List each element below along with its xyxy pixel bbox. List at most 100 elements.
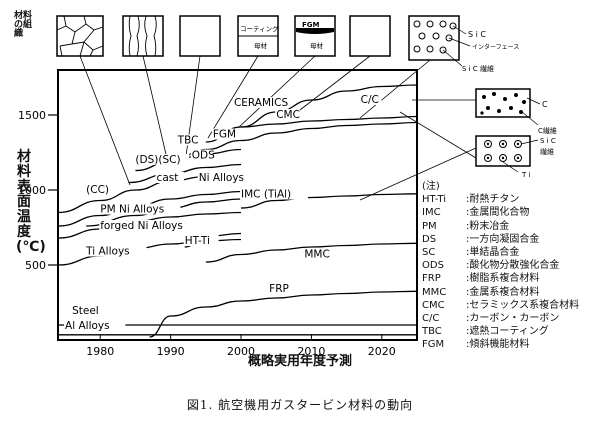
notes-title: (注) <box>422 181 440 192</box>
note-abbr: CMC <box>422 299 445 311</box>
x-tick-label: 2000 <box>227 345 255 358</box>
note-row: IMC :金属間化合物 <box>422 206 579 219</box>
note-desc: :一方向凝固合金 <box>466 233 540 245</box>
series-line-ds-sc-ods <box>128 163 242 184</box>
coating-label: コーティング <box>240 24 279 33</box>
note-abbr: C/C <box>422 313 440 325</box>
series-label-bg <box>359 94 382 105</box>
series-line-frp <box>149 290 418 338</box>
note-abbr: FRP <box>422 273 441 285</box>
x-tick-label: 1990 <box>157 345 185 358</box>
note-row: ODS :酸化物分散強化合金 <box>422 259 579 272</box>
note-desc: :単結晶合金 <box>466 247 520 259</box>
y-tick-label: 1000 <box>18 184 46 197</box>
note-abbr: TBC <box>422 326 442 338</box>
series-label-bg <box>183 235 219 246</box>
note-desc: :金属間化合物 <box>466 207 530 219</box>
series-label-bg <box>99 203 181 215</box>
note-desc: :傾斜機能材料 <box>466 339 530 351</box>
series-label: (DS)(SC) <box>135 154 180 166</box>
note-desc: :樹脂系複合材料 <box>466 273 540 285</box>
series-label-bg <box>211 128 234 140</box>
series-label: Ti Alloys <box>85 246 129 258</box>
y-axis-label: 材料表面温度(℃) <box>16 149 46 255</box>
note-row: CMC:セラミックス系複合材料 <box>422 299 579 312</box>
note-abbr: PM <box>422 220 437 232</box>
series-label-bg <box>71 304 107 316</box>
series-label-bg <box>85 245 147 257</box>
note-abbr: FGM <box>422 339 445 351</box>
y-tick-label: 1500 <box>18 109 46 122</box>
series-label-bg <box>190 149 213 161</box>
series-line-ceramics <box>205 84 418 143</box>
note-desc: :遮熱コーティング <box>466 326 549 338</box>
note-desc: :耐熱チタン <box>466 194 520 206</box>
note-desc: :金属系複合材料 <box>466 286 540 298</box>
series-label: (CC) <box>86 184 109 196</box>
thumb-coating: コーティング 母材 <box>237 15 279 57</box>
series-label: FGM <box>213 129 236 141</box>
note-desc: :カーボン・カーボン <box>466 313 560 325</box>
series-label: FRP <box>269 283 289 295</box>
series-label: ODS <box>192 150 215 162</box>
microstructure-strip: コーティング 母材 FGM 母材 S i C インターフェース S i C 繊維 <box>56 15 519 73</box>
note-abbr: DS <box>422 233 437 245</box>
series-line-imc-tial <box>240 193 418 209</box>
series-label: CERAMICS <box>234 97 289 109</box>
series-line-cmc <box>170 121 418 163</box>
note-row: DS :一方向凝固合金 <box>422 233 579 246</box>
note-row: FGM :傾斜機能材料 <box>422 338 579 351</box>
series-label-bg <box>197 172 260 183</box>
note-row: FRP :樹脂系複合材料 <box>422 272 579 285</box>
fgm-base-metal-label: 母材 <box>310 41 324 50</box>
mmc-fiber-label: 繊維 <box>540 147 554 156</box>
series-label: HT-Ti <box>185 235 210 247</box>
thumb-fgm: FGM 母材 <box>294 15 336 57</box>
series-label-bg <box>303 248 326 260</box>
series-label: Ni Alloys <box>199 172 244 184</box>
series-label: cast <box>157 172 179 184</box>
base-metal-label: 母材 <box>254 41 268 50</box>
series-label: C/C <box>361 94 379 106</box>
sic-fiber-label: S i C 繊維 <box>462 64 494 73</box>
series-label: PM Ni Alloys <box>100 204 164 216</box>
note-row: MMC :金属系複合材料 <box>422 286 579 299</box>
series-label-bg <box>268 283 290 294</box>
note-row: C/C :カーボン・カーボン <box>422 312 579 325</box>
series-label-bg <box>85 184 114 195</box>
series-label-bg <box>64 319 126 331</box>
x-axis-label: 概略実用年度予測 <box>247 354 352 369</box>
series-line-c-c <box>240 115 418 128</box>
c-fiber-label: C繊維 <box>538 126 557 135</box>
thumb-columnar <box>122 15 164 57</box>
x-axis-ticks: 1980 1990 2000 2010 2020 <box>86 334 396 358</box>
thumb-single-crystal <box>179 15 221 57</box>
series-label: IMC (TiAl) <box>241 189 291 201</box>
note-desc: :粉末冶金 <box>466 220 510 232</box>
note-abbr: SC <box>422 247 436 259</box>
figure-caption: 図1. 航空機用ガスタービン材料の動向 <box>186 398 414 412</box>
note-abbr: ODS <box>422 260 444 272</box>
plot-frame <box>57 69 418 341</box>
mmc-structure-box: S i C 繊維 T i <box>475 135 556 179</box>
x-tick-label: 2010 <box>297 345 325 358</box>
x-tick-label: 2020 <box>368 345 396 358</box>
note-desc: :酸化物分散強化合金 <box>466 260 560 272</box>
sic-label: S i C <box>468 30 486 39</box>
thumb-sic-composite: S i C インターフェース S i C 繊維 <box>408 15 519 73</box>
note-abbr: MMC <box>422 286 447 298</box>
series-label-bg <box>176 134 199 146</box>
x-tick-label: 1980 <box>86 345 114 358</box>
note-row: HT-Ti:耐熱チタン <box>422 193 579 206</box>
note-row: SC :単結晶合金 <box>422 246 579 259</box>
series-label: forged Ni Alloys <box>100 220 183 232</box>
series-label: TBC <box>177 135 199 147</box>
series-label-bg <box>240 188 309 200</box>
series-label-bg <box>155 172 184 183</box>
series-label: Al Alloys <box>65 320 110 332</box>
interphase-label: インターフェース <box>472 43 519 51</box>
note-abbr: IMC <box>422 207 441 219</box>
